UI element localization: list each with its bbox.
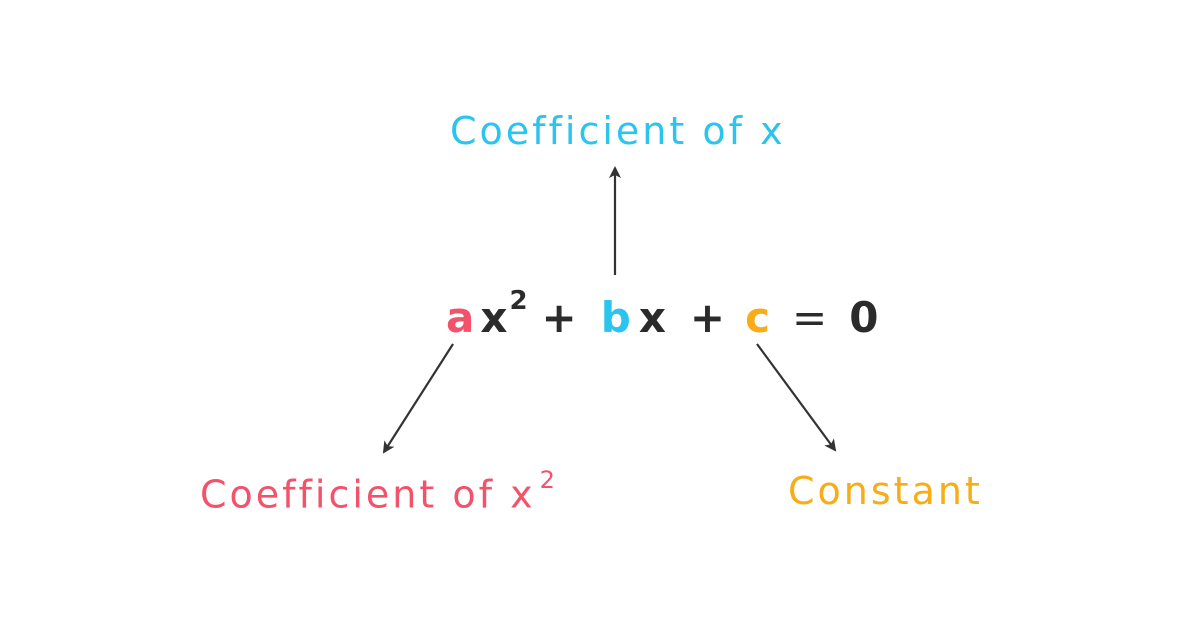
arrow-down-to-c-label (756, 343, 837, 452)
equation-term-a: a (446, 293, 475, 342)
constant-text: Constant (788, 469, 983, 513)
equation-zero: 0 (849, 293, 879, 342)
coefficient-of-x-label: Coefficient of x (450, 112, 786, 150)
equation-plus-1: + (541, 293, 577, 342)
constant-label: Constant (788, 472, 983, 510)
coefficient-of-x-squared-exponent: 2 (539, 466, 558, 494)
arrow-down-to-a-label (382, 343, 454, 454)
equation-x: x (638, 293, 666, 342)
equation-plus-2: + (689, 293, 726, 342)
equation-term-c: c (745, 293, 771, 342)
coefficient-of-x-squared-text: Coefficient of x (200, 472, 536, 517)
equation-term-b: b (600, 293, 631, 342)
equation-x-squared-base: x (480, 293, 508, 342)
equation-equals: = (792, 293, 828, 342)
equation-exponent: 2 (509, 286, 528, 316)
coefficient-of-x-text: Coefficient of x (450, 109, 786, 153)
